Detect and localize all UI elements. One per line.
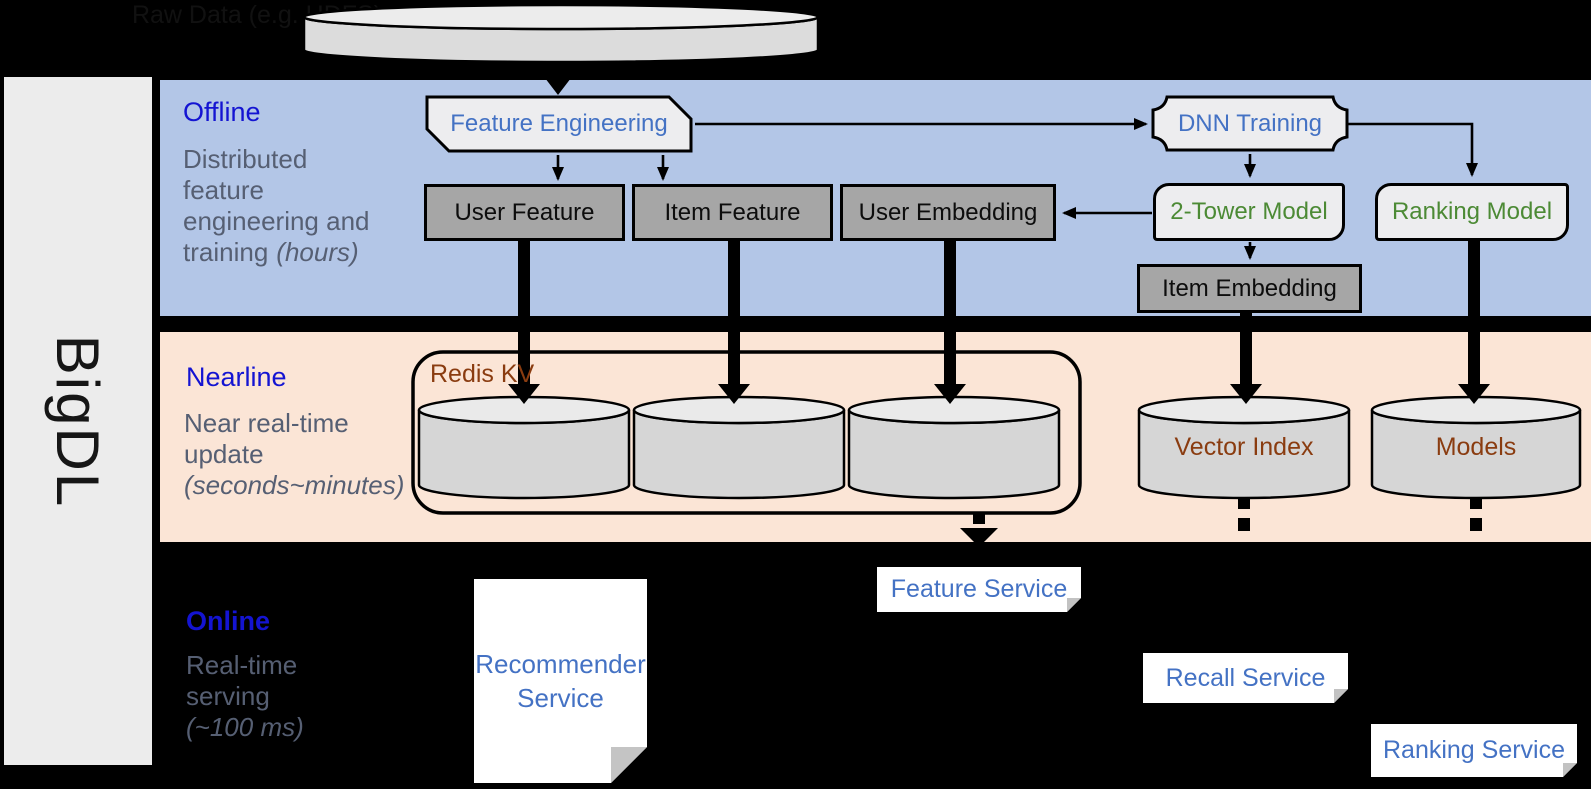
nearline-title: Nearline bbox=[186, 362, 287, 392]
item-embedding-node: Item Embedding bbox=[1137, 264, 1362, 313]
bigdl-sidebar: BigDL bbox=[4, 77, 152, 765]
arrow-redis-to-feature-service bbox=[960, 513, 998, 547]
user-embedding-node: User Embedding bbox=[840, 184, 1056, 241]
vector-index-cylinder bbox=[1137, 395, 1351, 500]
offline-description: Distributed feature engineering and trai… bbox=[183, 144, 370, 267]
online-description: Real-time serving (~100 ms) bbox=[186, 650, 304, 742]
arrow-user-feature-to-redis bbox=[508, 241, 540, 404]
two-tower-model-node: 2-Tower Model bbox=[1153, 183, 1345, 241]
vector-index-label: Vector Index bbox=[1174, 432, 1314, 461]
redis-cylinder-3 bbox=[847, 395, 1061, 500]
feature-service-node: Feature Service bbox=[877, 567, 1081, 612]
offline-title: Offline bbox=[183, 97, 261, 127]
recommender-service-node: Recommender Service bbox=[474, 579, 647, 783]
arrow-item-feature-to-redis bbox=[718, 241, 750, 404]
redis-kv-container bbox=[411, 350, 1082, 515]
dashed-vector-index-to-recall bbox=[1238, 497, 1250, 531]
arrow-ranking-model-to-models bbox=[1458, 240, 1490, 404]
feature-engineering-shape bbox=[425, 95, 693, 153]
online-title: Online bbox=[186, 606, 271, 636]
ranking-service-node: Ranking Service bbox=[1371, 724, 1577, 777]
dnn-training-node: DNN Training bbox=[1177, 109, 1323, 137]
arrow-user-embedding-to-redis bbox=[934, 241, 966, 404]
user-feature-node: User Feature bbox=[424, 184, 625, 241]
feature-engineering-node: Feature Engineering bbox=[450, 110, 668, 137]
nearline-description: Near real-time update (seconds~minutes) bbox=[184, 408, 405, 500]
raw-data-cylinder bbox=[302, 3, 820, 64]
ranking-model-node: Ranking Model bbox=[1375, 183, 1569, 241]
item-feature-node: Item Feature bbox=[632, 184, 833, 241]
models-cylinder bbox=[1370, 395, 1582, 500]
models-label: Models bbox=[1435, 432, 1517, 461]
redis-kv-label: Redis KV bbox=[430, 360, 535, 388]
redis-cylinder-2 bbox=[632, 395, 846, 500]
recall-service-node: Recall Service bbox=[1143, 653, 1348, 703]
dashed-models-to-ranking bbox=[1470, 497, 1482, 531]
arrow-raw-data-to-fe bbox=[545, 63, 571, 95]
arrow-item-embedding-to-vector-index bbox=[1230, 313, 1262, 404]
arrow-dnn-to-ranking-model bbox=[1348, 122, 1478, 177]
dnn-training-shape bbox=[1151, 95, 1349, 152]
redis-cylinder-1 bbox=[417, 395, 631, 500]
